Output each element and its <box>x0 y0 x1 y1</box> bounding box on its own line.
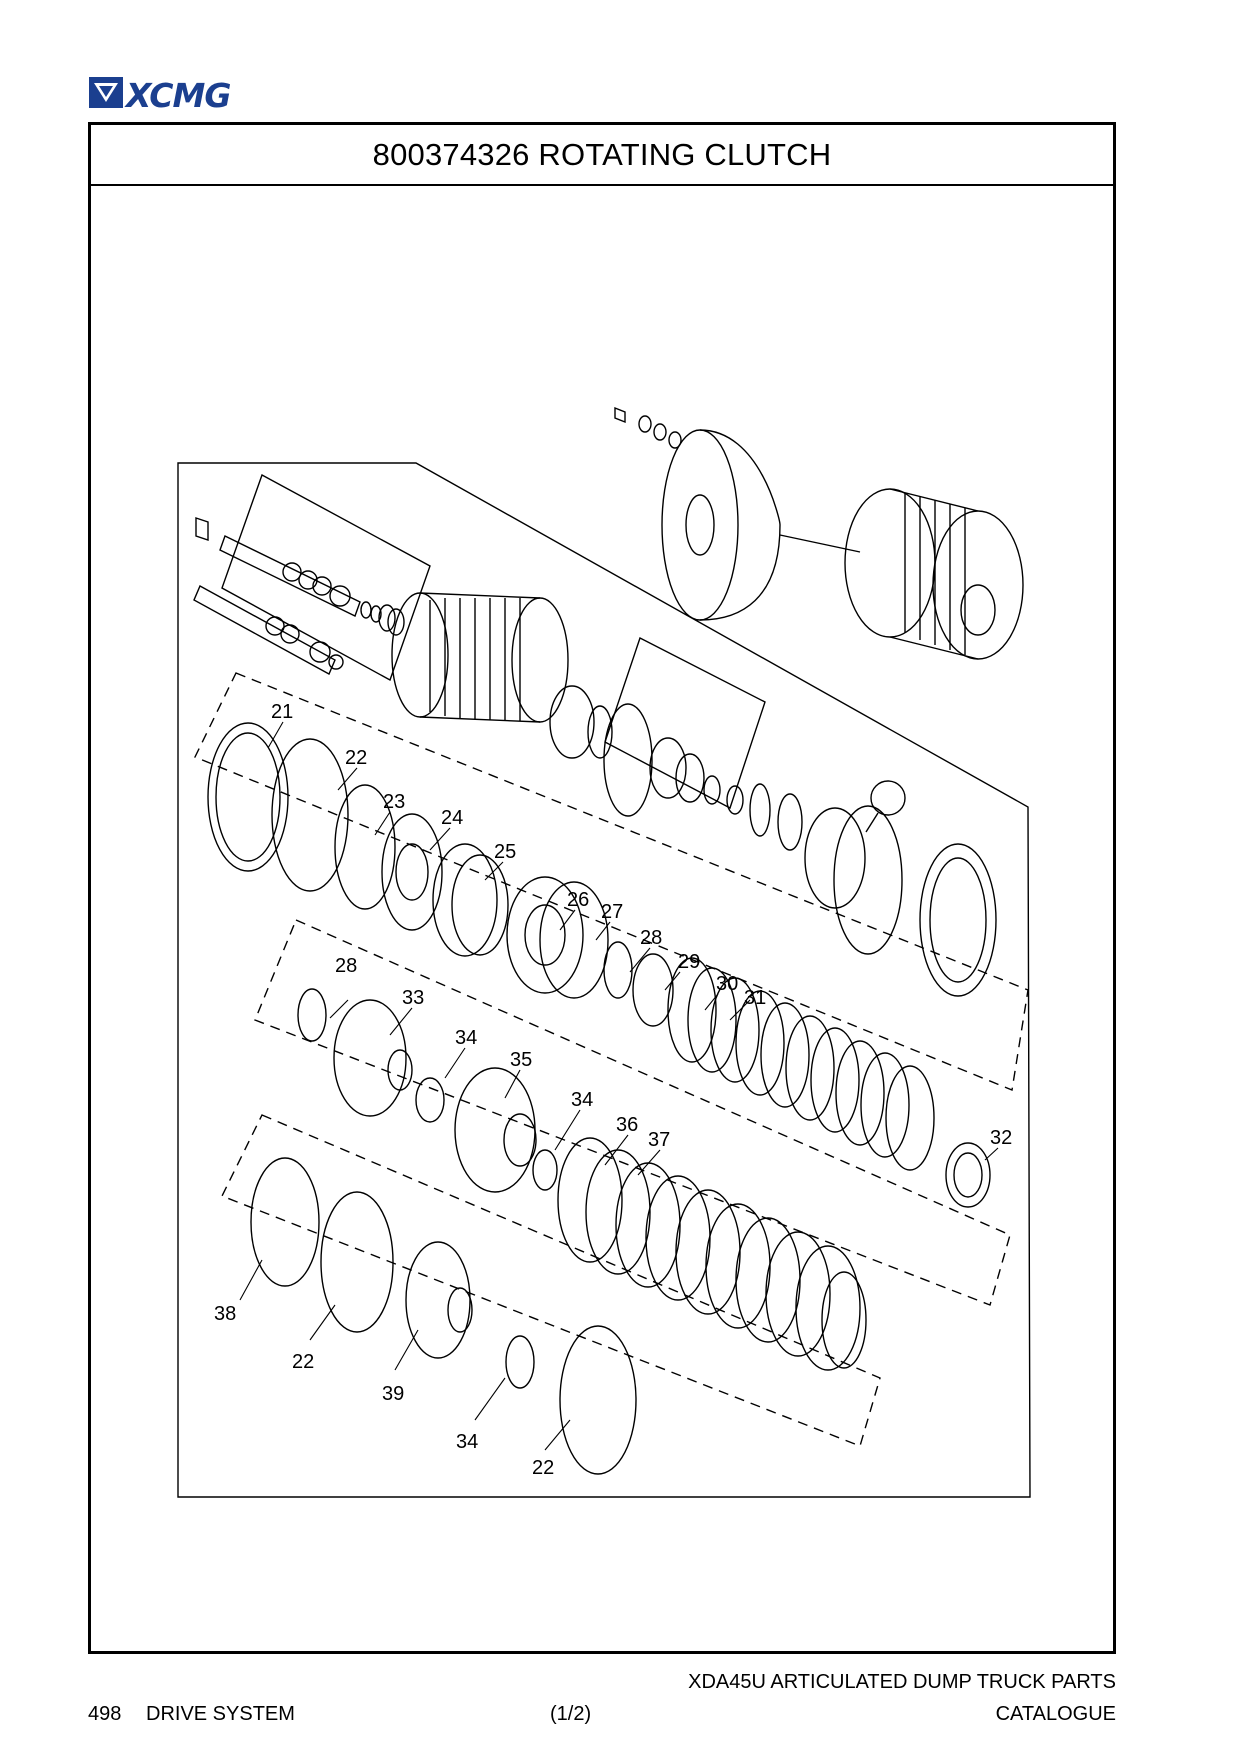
callout-labels: 21 22 23 24 25 26 27 28 29 30 31 28 33 3… <box>214 701 1012 1479</box>
part-24 <box>381 813 443 931</box>
callout-21: 21 <box>271 701 293 723</box>
part-25 <box>432 843 498 957</box>
callout-34: 34 <box>455 1027 477 1049</box>
part-32 <box>945 1142 991 1208</box>
part-29 <box>632 953 674 1027</box>
part-21 <box>207 722 289 872</box>
drum-upper-left <box>391 592 569 723</box>
callout-33: 33 <box>402 987 424 1009</box>
part-39 <box>405 1241 471 1359</box>
callout-35: 35 <box>510 1049 532 1071</box>
footer-section: DRIVE SYSTEM <box>146 1703 295 1725</box>
callout-23: 23 <box>383 791 405 813</box>
footer-page-part: (1/2) <box>550 1703 592 1725</box>
part-28-a <box>603 941 633 999</box>
callout-32: 32 <box>990 1127 1012 1149</box>
footer-catalog-line2: CATALOGUE <box>995 1703 1116 1725</box>
callout-24: 24 <box>441 807 463 829</box>
part-22-c <box>559 1325 637 1475</box>
footer-page-number: 498 <box>88 1703 122 1725</box>
callout-38: 38 <box>214 1303 236 1325</box>
xcmg-logo: XCMG <box>88 74 244 112</box>
part-23 <box>334 784 396 910</box>
detail-bubble <box>870 780 906 816</box>
callout-34-b: 34 <box>571 1089 593 1111</box>
part-35 <box>454 1067 536 1193</box>
title-bar: 800374326 ROTATING CLUTCH <box>91 125 1113 186</box>
callout-22-c: 22 <box>532 1457 554 1479</box>
leader-lines <box>239 721 999 1451</box>
part-28-b <box>297 988 327 1042</box>
part-34-c <box>505 1335 535 1389</box>
plate-stack-lower <box>557 1137 867 1371</box>
part-38 <box>250 1157 320 1287</box>
callout-22: 22 <box>345 747 367 769</box>
callout-27: 27 <box>601 901 623 923</box>
svg-text:XCMG: XCMG <box>124 76 230 112</box>
callout-25: 25 <box>494 841 516 863</box>
part-34-a <box>415 1077 445 1123</box>
part-22-a <box>271 738 349 892</box>
group-outline-dashes <box>194 672 1029 1447</box>
drum-upper-right <box>661 429 1024 660</box>
callout-26: 26 <box>567 889 589 911</box>
callout-22-b: 22 <box>292 1351 314 1373</box>
callout-28-b: 28 <box>335 955 357 977</box>
callout-30: 30 <box>716 973 738 995</box>
part-27 <box>539 881 609 999</box>
part-34-b <box>532 1149 558 1191</box>
part-26 <box>506 876 584 994</box>
callout-29: 29 <box>678 951 700 973</box>
callout-36: 36 <box>616 1114 638 1136</box>
footer-catalog-line1: XDA45U ARTICULATED DUMP TRUCK PARTS <box>688 1671 1116 1693</box>
callout-28: 28 <box>640 927 662 949</box>
callout-39: 39 <box>382 1383 404 1405</box>
drawing-frame: 800374326 ROTATING CLUTCH <box>88 122 1116 1654</box>
xcmg-logo-graphic: XCMG <box>89 76 231 112</box>
callout-34-c: 34 <box>456 1431 478 1453</box>
page-title: 800374326 ROTATING CLUTCH <box>372 136 832 172</box>
assembly-border <box>177 462 1031 1498</box>
callout-31: 31 <box>744 987 766 1009</box>
part-33 <box>333 999 407 1117</box>
shaft-lower <box>193 585 344 675</box>
callout-37: 37 <box>648 1129 670 1151</box>
part-22-b <box>320 1191 394 1333</box>
shaft-upper <box>219 535 382 623</box>
plate-stack-upper <box>667 957 935 1171</box>
